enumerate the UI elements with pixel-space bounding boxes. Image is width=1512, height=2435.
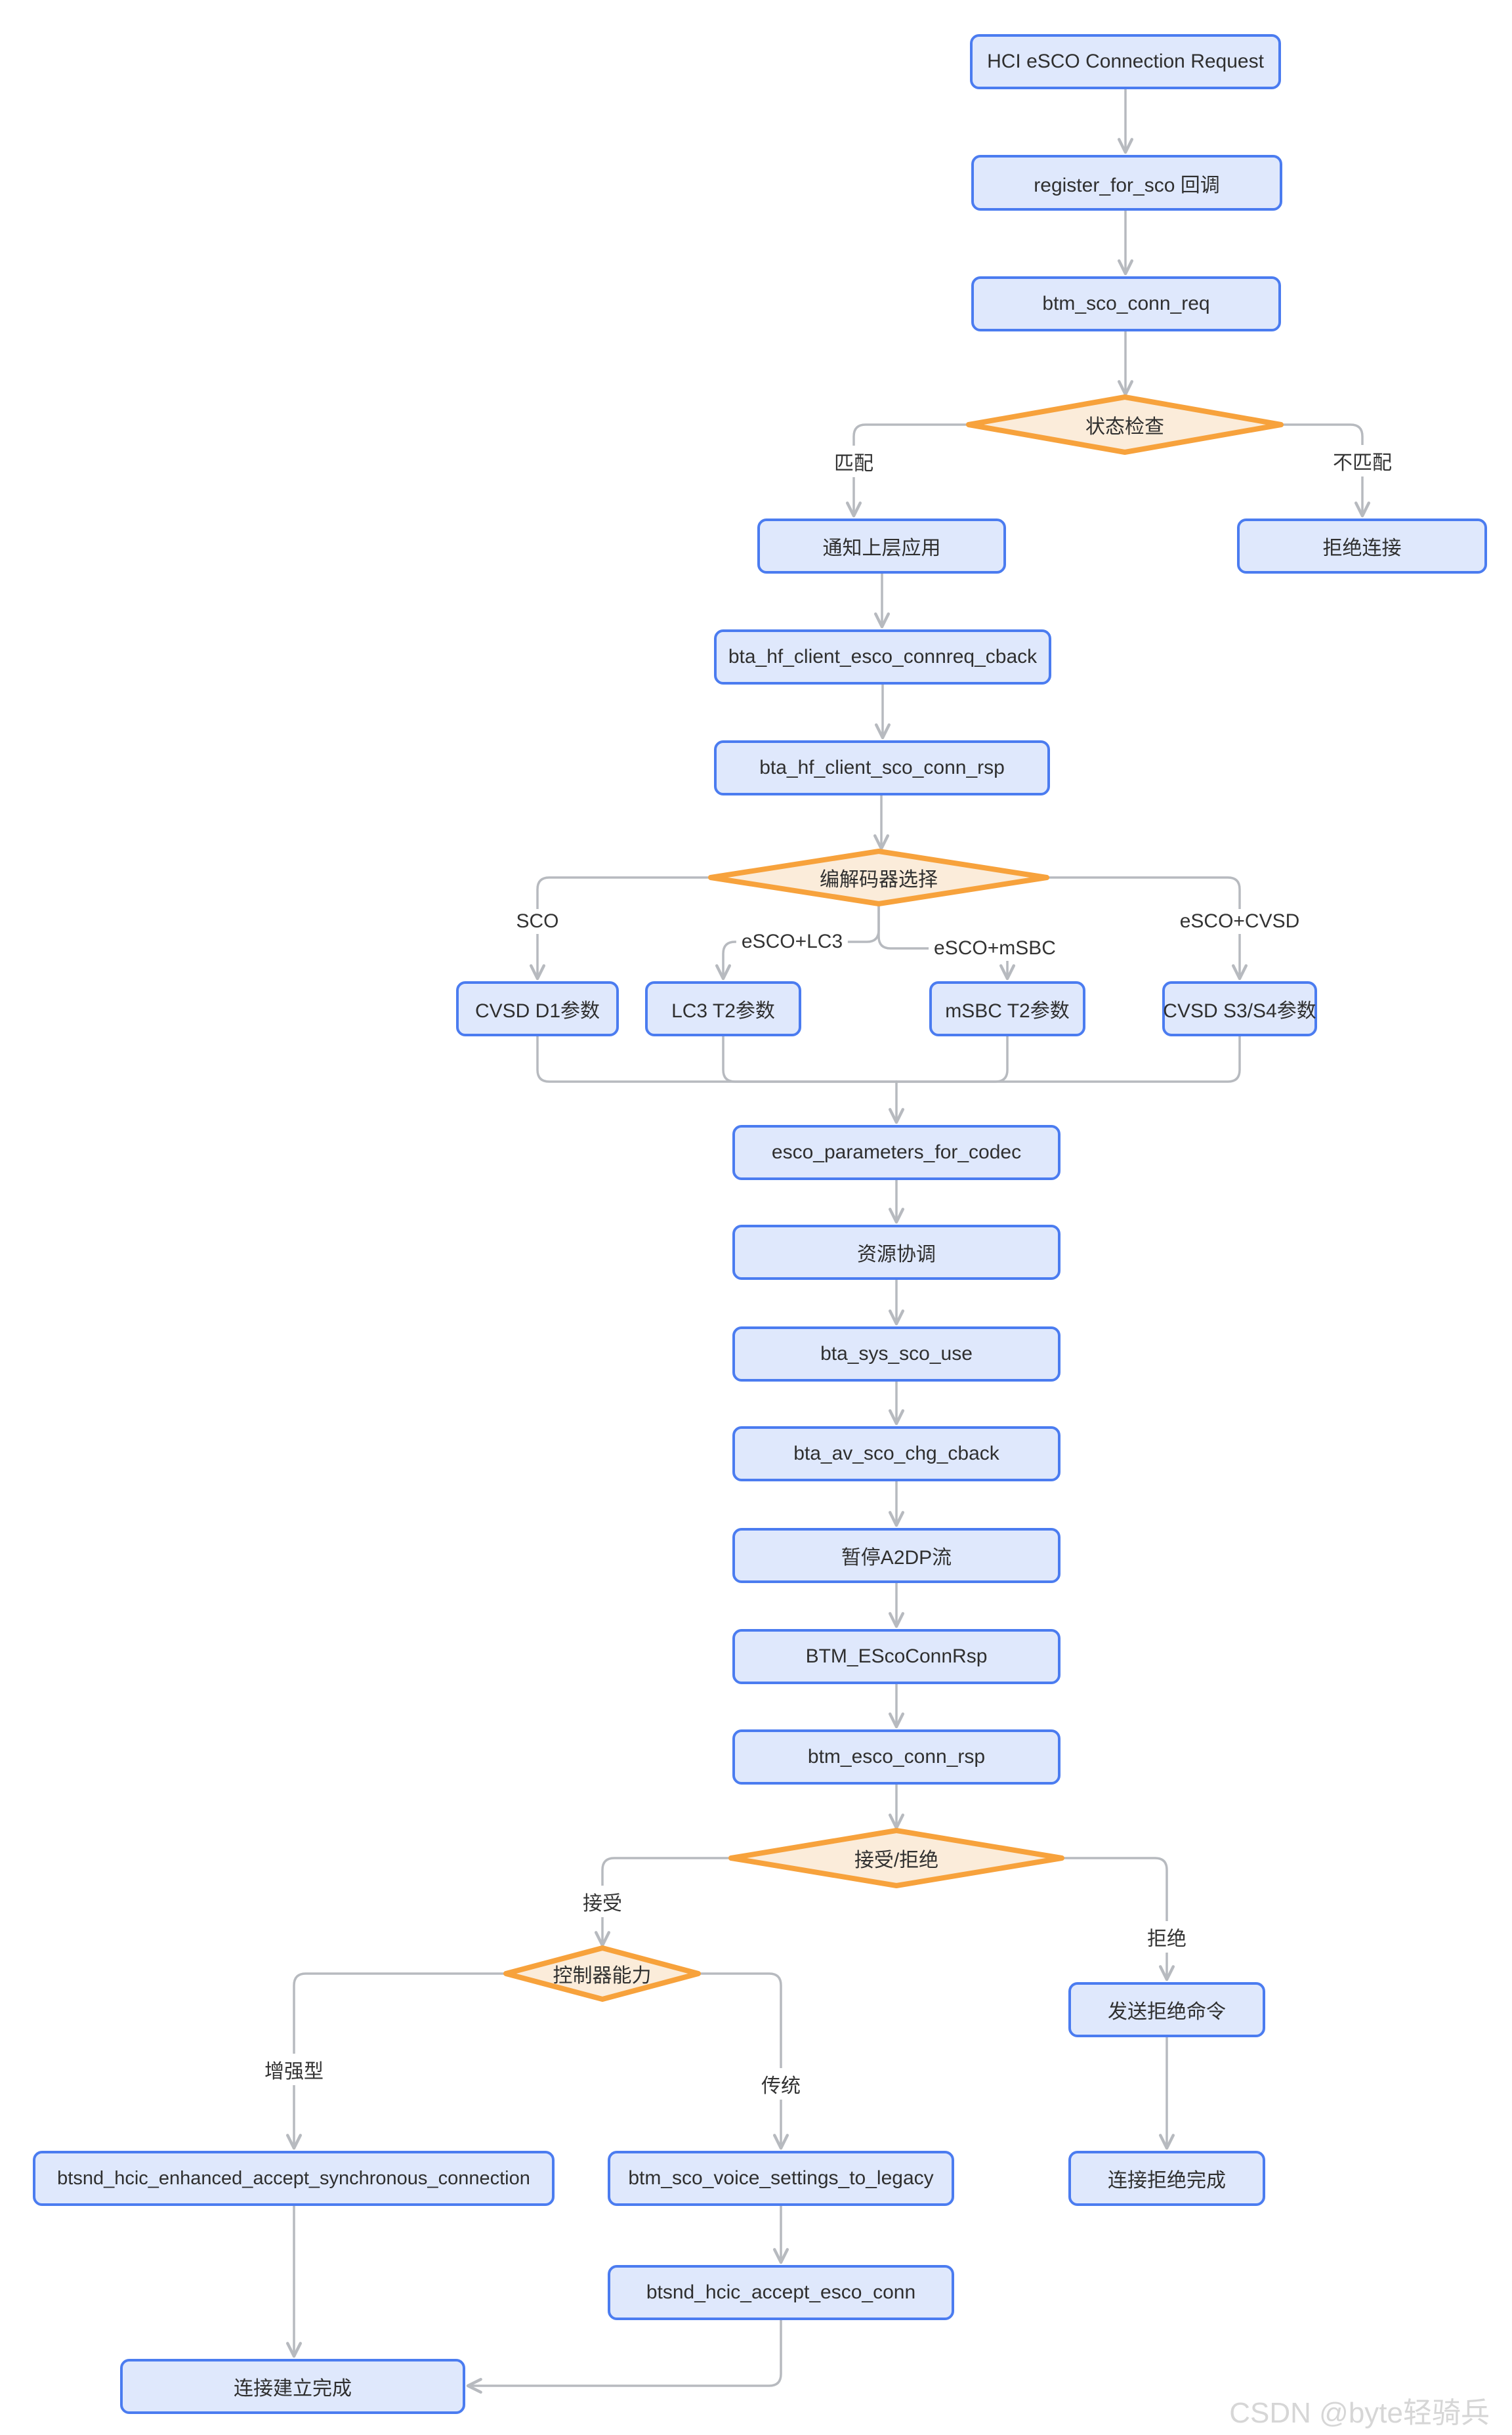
decision-accept-reject: 接受/拒绝 xyxy=(854,1850,939,1871)
node-label: 连接建立完成 xyxy=(234,2378,352,2400)
node-label: btsnd_hcic_accept_esco_conn xyxy=(646,2281,916,2303)
connector-sco xyxy=(529,876,712,981)
decision-shapes xyxy=(503,394,1284,2002)
node-reject-connection: 拒绝连接 xyxy=(1237,519,1487,574)
edge-label-esco-lc3: eSCO+LC3 xyxy=(736,929,849,954)
node-label: esco_parameters_for_codec xyxy=(771,1141,1022,1163)
node-label: bta_hf_client_esco_connreq_cback xyxy=(728,646,1038,667)
node-esco-parameters-for-codec: esco_parameters_for_codec xyxy=(732,1125,1060,1180)
node-label: bta_av_sco_chg_cback xyxy=(793,1443,999,1464)
edge-label-sco: SCO xyxy=(511,909,564,934)
node-label: HCI eSCO Connection Request xyxy=(987,51,1264,72)
edge-label-accept: 接受 xyxy=(578,1886,627,1917)
node-label: btm_sco_conn_req xyxy=(1042,293,1210,314)
merge-branch xyxy=(895,1034,1009,1083)
node-label: 通知上层应用 xyxy=(822,538,941,559)
decision-codec-select: 编解码器选择 xyxy=(820,869,938,891)
connector-legacy xyxy=(697,1972,789,2150)
node-notify-upper-layer: 通知上层应用 xyxy=(757,519,1006,574)
node-label: 连接拒绝完成 xyxy=(1108,2170,1226,2192)
connector-elbow-left xyxy=(466,2318,782,2394)
decision-status-check: 状态检查 xyxy=(1085,416,1164,438)
node-btm-sco-voice-settings-to-legacy: btm_sco_voice_settings_to_legacy xyxy=(608,2151,954,2206)
node-connection-reject-done: 连接拒绝完成 xyxy=(1068,2151,1265,2206)
node-label: LC3 T2参数 xyxy=(671,1000,775,1022)
merge-branch xyxy=(536,1034,898,1083)
node-label: CVSD S3/S4参数 xyxy=(1163,1000,1316,1022)
decision-accept-reject-shape xyxy=(728,1828,1064,1888)
merge-branch xyxy=(895,1034,1241,1083)
node-label: 暂停A2DP流 xyxy=(841,1547,952,1569)
edge-label-esco-msbc: eSCO+mSBC xyxy=(929,936,1061,961)
edge-label-reject: 拒绝 xyxy=(1142,1921,1192,1953)
node-bta-av-sco-chg-cback: bta_av_sco_chg_cback xyxy=(732,1426,1060,1481)
node-btm-escoconnrsp: BTM_EScoConnRsp xyxy=(732,1629,1060,1684)
node-register-for-sco-callback: register_for_sco 回调 xyxy=(971,155,1282,211)
node-lc3-t2-params: LC3 T2参数 xyxy=(645,981,801,1036)
node-msbc-t2-params: mSBC T2参数 xyxy=(929,981,1085,1036)
node-bta-hf-client-sco-conn-rsp: bta_hf_client_sco_conn_rsp xyxy=(714,740,1050,795)
connector-accept xyxy=(594,1857,732,1947)
node-bta-sys-sco-use: bta_sys_sco_use xyxy=(732,1326,1060,1382)
edge-label-match: 匹配 xyxy=(829,446,879,477)
decision-controller-capability: 控制器能力 xyxy=(553,1965,652,1987)
merge-branch xyxy=(722,1034,898,1083)
node-label: BTM_EScoConnRsp xyxy=(805,1645,988,1667)
node-label: CVSD D1参数 xyxy=(474,1000,600,1022)
node-label: btm_esco_conn_rsp xyxy=(807,1746,986,1768)
edge-label-no-match: 不匹配 xyxy=(1328,445,1397,476)
decision-status-check-shape xyxy=(966,394,1284,455)
node-label: register_for_sco 回调 xyxy=(1034,174,1220,196)
node-label: btsnd_hcic_enhanced_accept_synchronous_c… xyxy=(57,2167,530,2189)
connector-no-match xyxy=(1280,423,1371,518)
decision-codec-select-shape xyxy=(708,849,1049,906)
node-label: btm_sco_voice_settings_to_legacy xyxy=(628,2167,934,2189)
edge-label-enhanced: 增强型 xyxy=(259,2054,329,2085)
node-label: 资源协调 xyxy=(857,1244,936,1265)
node-label: bta_sys_sco_use xyxy=(820,1343,973,1365)
node-pause-a2dp-stream: 暂停A2DP流 xyxy=(732,1528,1060,1583)
edge-label-esco-cvsd: eSCO+CVSD xyxy=(1174,909,1305,934)
flow-connectors xyxy=(285,88,1371,2394)
node-hci-esco-connection-request: HCI eSCO Connection Request xyxy=(970,34,1281,89)
edge-label-legacy: 传统 xyxy=(756,2068,806,2100)
node-btsnd-hcic-accept-esco-conn: btsnd_hcic_accept_esco_conn xyxy=(608,2265,954,2320)
connector-esco-cvsd xyxy=(1045,876,1248,981)
node-btsnd-hcic-enhanced-accept-synchronous-connection: btsnd_hcic_enhanced_accept_synchronous_c… xyxy=(33,2151,555,2206)
node-label: 拒绝连接 xyxy=(1322,538,1402,559)
node-send-reject-command: 发送拒绝命令 xyxy=(1068,1982,1265,2037)
node-label: mSBC T2参数 xyxy=(945,1000,1070,1022)
connector-match xyxy=(845,423,970,518)
node-btm-sco-conn-req: btm_sco_conn_req xyxy=(971,276,1281,331)
node-cvsd-d1-params: CVSD D1参数 xyxy=(456,981,619,1036)
connector-reject xyxy=(1060,1857,1175,1981)
node-label: 发送拒绝命令 xyxy=(1108,2001,1226,2023)
csdn-watermark: CSDN @byte轻骑兵 xyxy=(1229,2397,1490,2429)
node-label: bta_hf_client_sco_conn_rsp xyxy=(759,757,1005,778)
node-btm-esco-conn-rsp: btm_esco_conn_rsp xyxy=(732,1729,1060,1785)
node-cvsd-s3s4-params: CVSD S3/S4参数 xyxy=(1162,981,1317,1036)
node-resource-coordination: 资源协调 xyxy=(732,1225,1060,1280)
decision-controller-cap-shape xyxy=(503,1945,701,2002)
connector-enhanced xyxy=(285,1972,507,2150)
node-connection-established: 连接建立完成 xyxy=(120,2359,465,2414)
node-bta-hf-client-esco-connreq-cback: bta_hf_client_esco_connreq_cback xyxy=(714,629,1051,685)
